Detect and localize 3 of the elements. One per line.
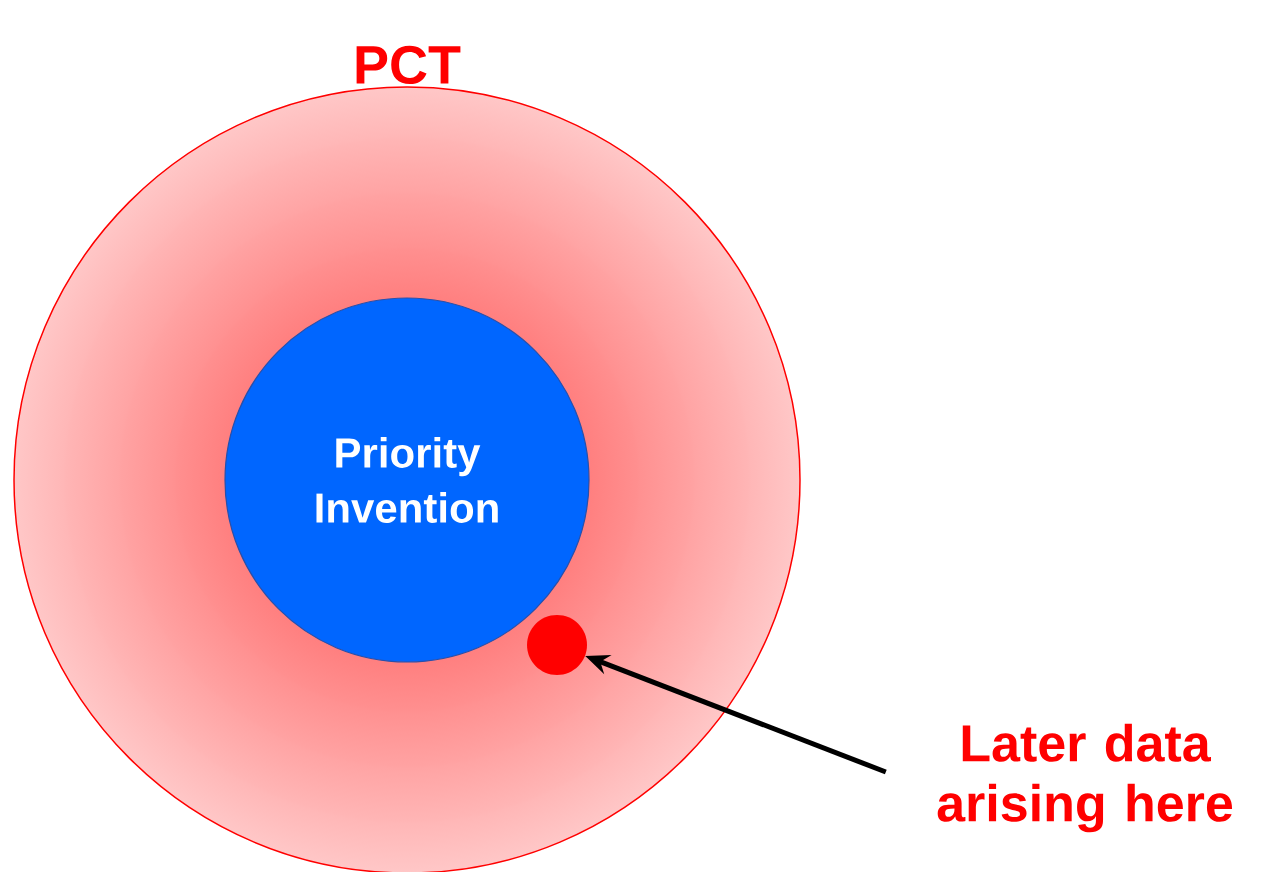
node-label: PCT [356, 45, 461, 85]
dot [527, 615, 587, 675]
callout-text: Later data arising here [937, 723, 1233, 833]
